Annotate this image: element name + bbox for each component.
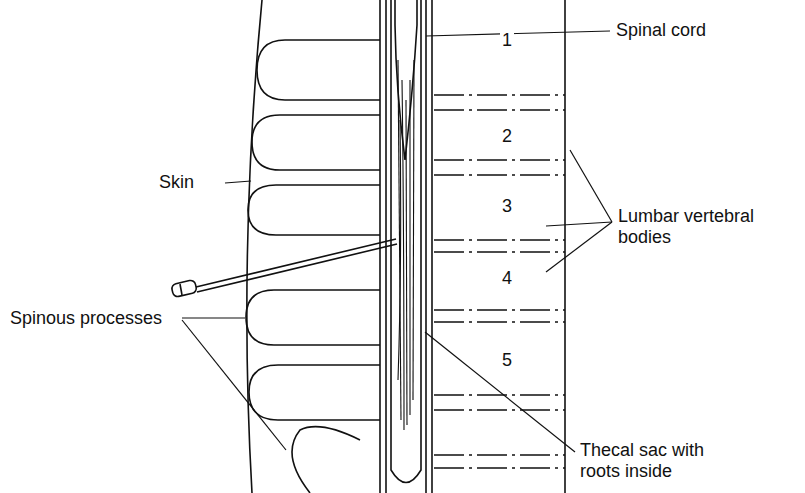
vertebra-number: 3	[500, 196, 514, 217]
disc-boundaries	[434, 95, 565, 468]
spinal-needle	[171, 239, 397, 298]
vertebra-number: 1	[500, 30, 514, 51]
structure-label: Lumbar vertebral bodies	[616, 206, 790, 248]
vertebra-number: 4	[500, 268, 514, 289]
structure-label: Spinal cord	[614, 20, 708, 41]
vertebra-number: 5	[500, 350, 514, 371]
skin-line	[247, 0, 262, 493]
structure-label: Thecal sac with roots inside	[578, 440, 732, 482]
leader-lines	[182, 31, 612, 452]
vertebra-number: 2	[500, 126, 514, 147]
structure-label: Skin	[157, 172, 196, 193]
nerve-roots	[398, 60, 414, 430]
structure-label: Spinous processes	[8, 308, 164, 329]
thecal-sac	[391, 0, 421, 483]
